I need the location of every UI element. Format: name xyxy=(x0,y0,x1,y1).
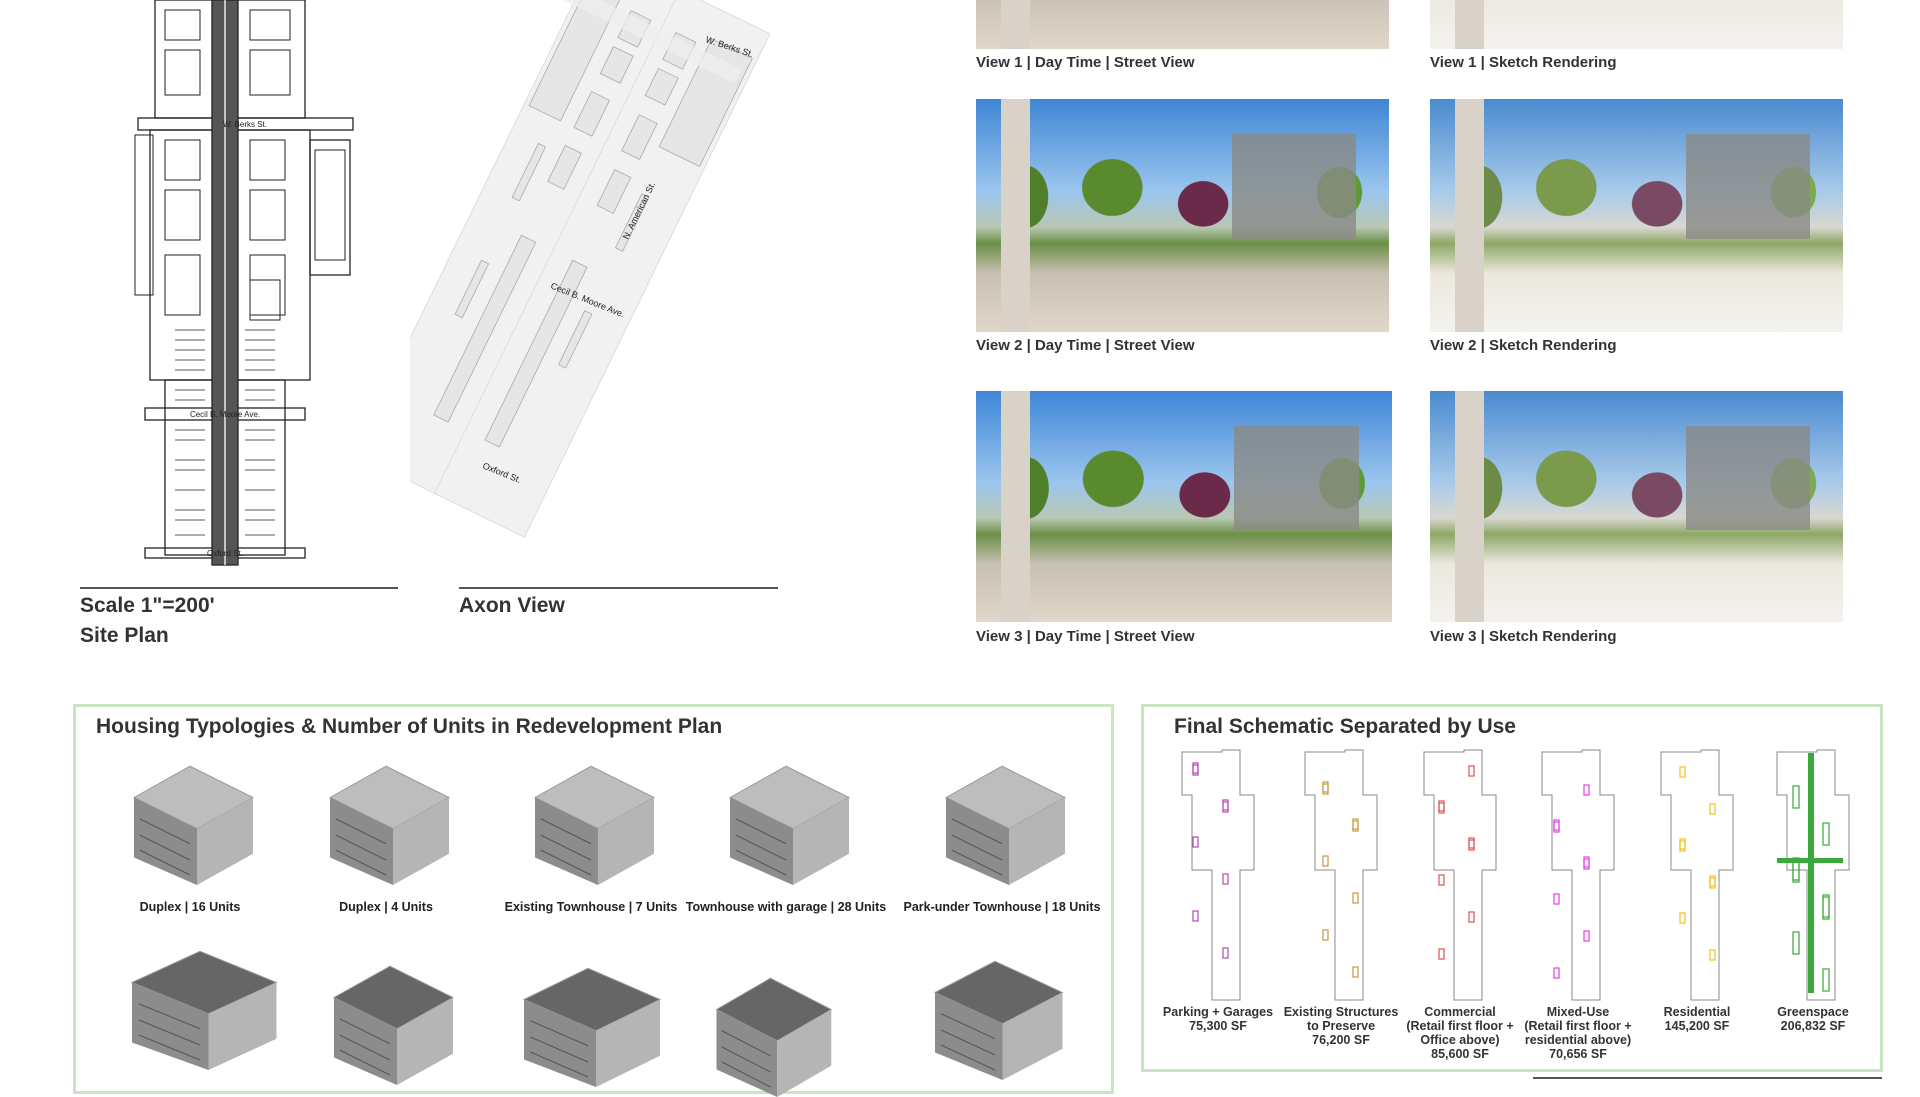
render-caption: View 2 | Day Time | Street View xyxy=(976,337,1195,354)
building-model-icon xyxy=(316,760,456,885)
render-caption: View 1 | Day Time | Street View xyxy=(976,54,1195,71)
schematic-plan-mixed-use xyxy=(1538,748,1618,1003)
schematic-use-name: (Retail first floor + xyxy=(1406,1019,1513,1033)
building-model-icon xyxy=(716,760,856,885)
axon-rule xyxy=(459,587,778,589)
housing-type-label: Townhouse with garage | 28 Units xyxy=(686,900,887,914)
schematic-plan-residential xyxy=(1657,748,1737,1003)
render-image-view-3-day xyxy=(976,391,1392,622)
axon-view-drawing: W. Berks St. N. American St. Cecil B. Mo… xyxy=(410,0,880,540)
render-image-view-2-sketch xyxy=(1430,99,1843,332)
schematic-use-name: Existing Structures xyxy=(1284,1005,1399,1019)
schematic-use-label: Mixed-Use(Retail first floor +residentia… xyxy=(1524,1005,1631,1061)
render-caption: View 2 | Sketch Rendering xyxy=(1430,337,1616,354)
housing-type-label: Duplex | 4 Units xyxy=(339,900,433,914)
schematic-use-area: 206,832 SF xyxy=(1777,1019,1849,1033)
schematic-plan-existing-structures xyxy=(1301,748,1381,1003)
schematic-plan-greenspace xyxy=(1773,748,1853,1003)
site-plan-rule xyxy=(80,587,398,589)
housing-type-label: Existing Townhouse | 7 Units xyxy=(505,900,678,914)
render-image-view-1-sketch xyxy=(1430,0,1843,49)
housing-panel-title: Housing Typologies & Number of Units in … xyxy=(96,715,722,739)
housing-type-label: Park-under Townhouse | 18 Units xyxy=(903,900,1100,914)
schematic-use-name: Parking + Garages xyxy=(1163,1005,1273,1019)
building-model-icon xyxy=(920,955,1070,1080)
building-model-icon xyxy=(320,960,460,1085)
bottom-rule xyxy=(1533,1077,1882,1079)
schematic-use-area: 70,656 SF xyxy=(1524,1047,1631,1061)
building-model-icon xyxy=(120,760,260,885)
schematic-use-name: to Preserve xyxy=(1284,1019,1399,1033)
building-model-icon xyxy=(932,760,1072,885)
schematic-use-name: (Retail first floor + xyxy=(1524,1019,1631,1033)
street-label-w-berks: W. Berks St. xyxy=(223,120,267,129)
render-caption: View 3 | Day Time | Street View xyxy=(976,628,1195,645)
schematic-use-area: 76,200 SF xyxy=(1284,1033,1399,1047)
schematic-plan-parking-garages xyxy=(1178,748,1258,1003)
housing-type-label: Duplex | 16 Units xyxy=(140,900,241,914)
street-label-oxford: Oxford St. xyxy=(207,549,243,558)
schematic-use-label: Commercial(Retail first floor +Office ab… xyxy=(1406,1005,1513,1061)
schematic-use-area: 75,300 SF xyxy=(1163,1019,1273,1033)
schematic-use-area: 145,200 SF xyxy=(1664,1019,1731,1033)
axon-title: Axon View xyxy=(459,594,565,618)
render-image-view-1-day xyxy=(976,0,1389,49)
schematic-use-area: 85,600 SF xyxy=(1406,1047,1513,1061)
render-image-view-2-day xyxy=(976,99,1389,332)
schematic-use-name: Greenspace xyxy=(1777,1005,1849,1019)
site-plan-drawing: W. Berks St. Cecil B. Moore Ave. Oxford … xyxy=(130,0,360,570)
site-plan-scale: Scale 1"=200' xyxy=(80,594,215,618)
building-model-icon xyxy=(508,962,668,1087)
building-model-icon xyxy=(521,760,661,885)
site-plan-title: Site Plan xyxy=(80,624,169,648)
render-image-view-3-sketch xyxy=(1430,391,1843,622)
schematic-use-name: Commercial xyxy=(1406,1005,1513,1019)
schematic-use-name: Residential xyxy=(1664,1005,1731,1019)
schematic-use-name: Office above) xyxy=(1406,1033,1513,1047)
schematic-use-name: residential above) xyxy=(1524,1033,1631,1047)
schematic-panel-title: Final Schematic Separated by Use xyxy=(1174,715,1516,739)
schematic-use-name: Mixed-Use xyxy=(1524,1005,1631,1019)
building-model-icon xyxy=(115,945,285,1070)
render-caption: View 1 | Sketch Rendering xyxy=(1430,54,1616,71)
building-model-icon xyxy=(703,972,838,1097)
schematic-plan-commercial xyxy=(1420,748,1500,1003)
render-caption: View 3 | Sketch Rendering xyxy=(1430,628,1616,645)
street-label-cecil-b-moore: Cecil B. Moore Ave. xyxy=(190,410,260,419)
